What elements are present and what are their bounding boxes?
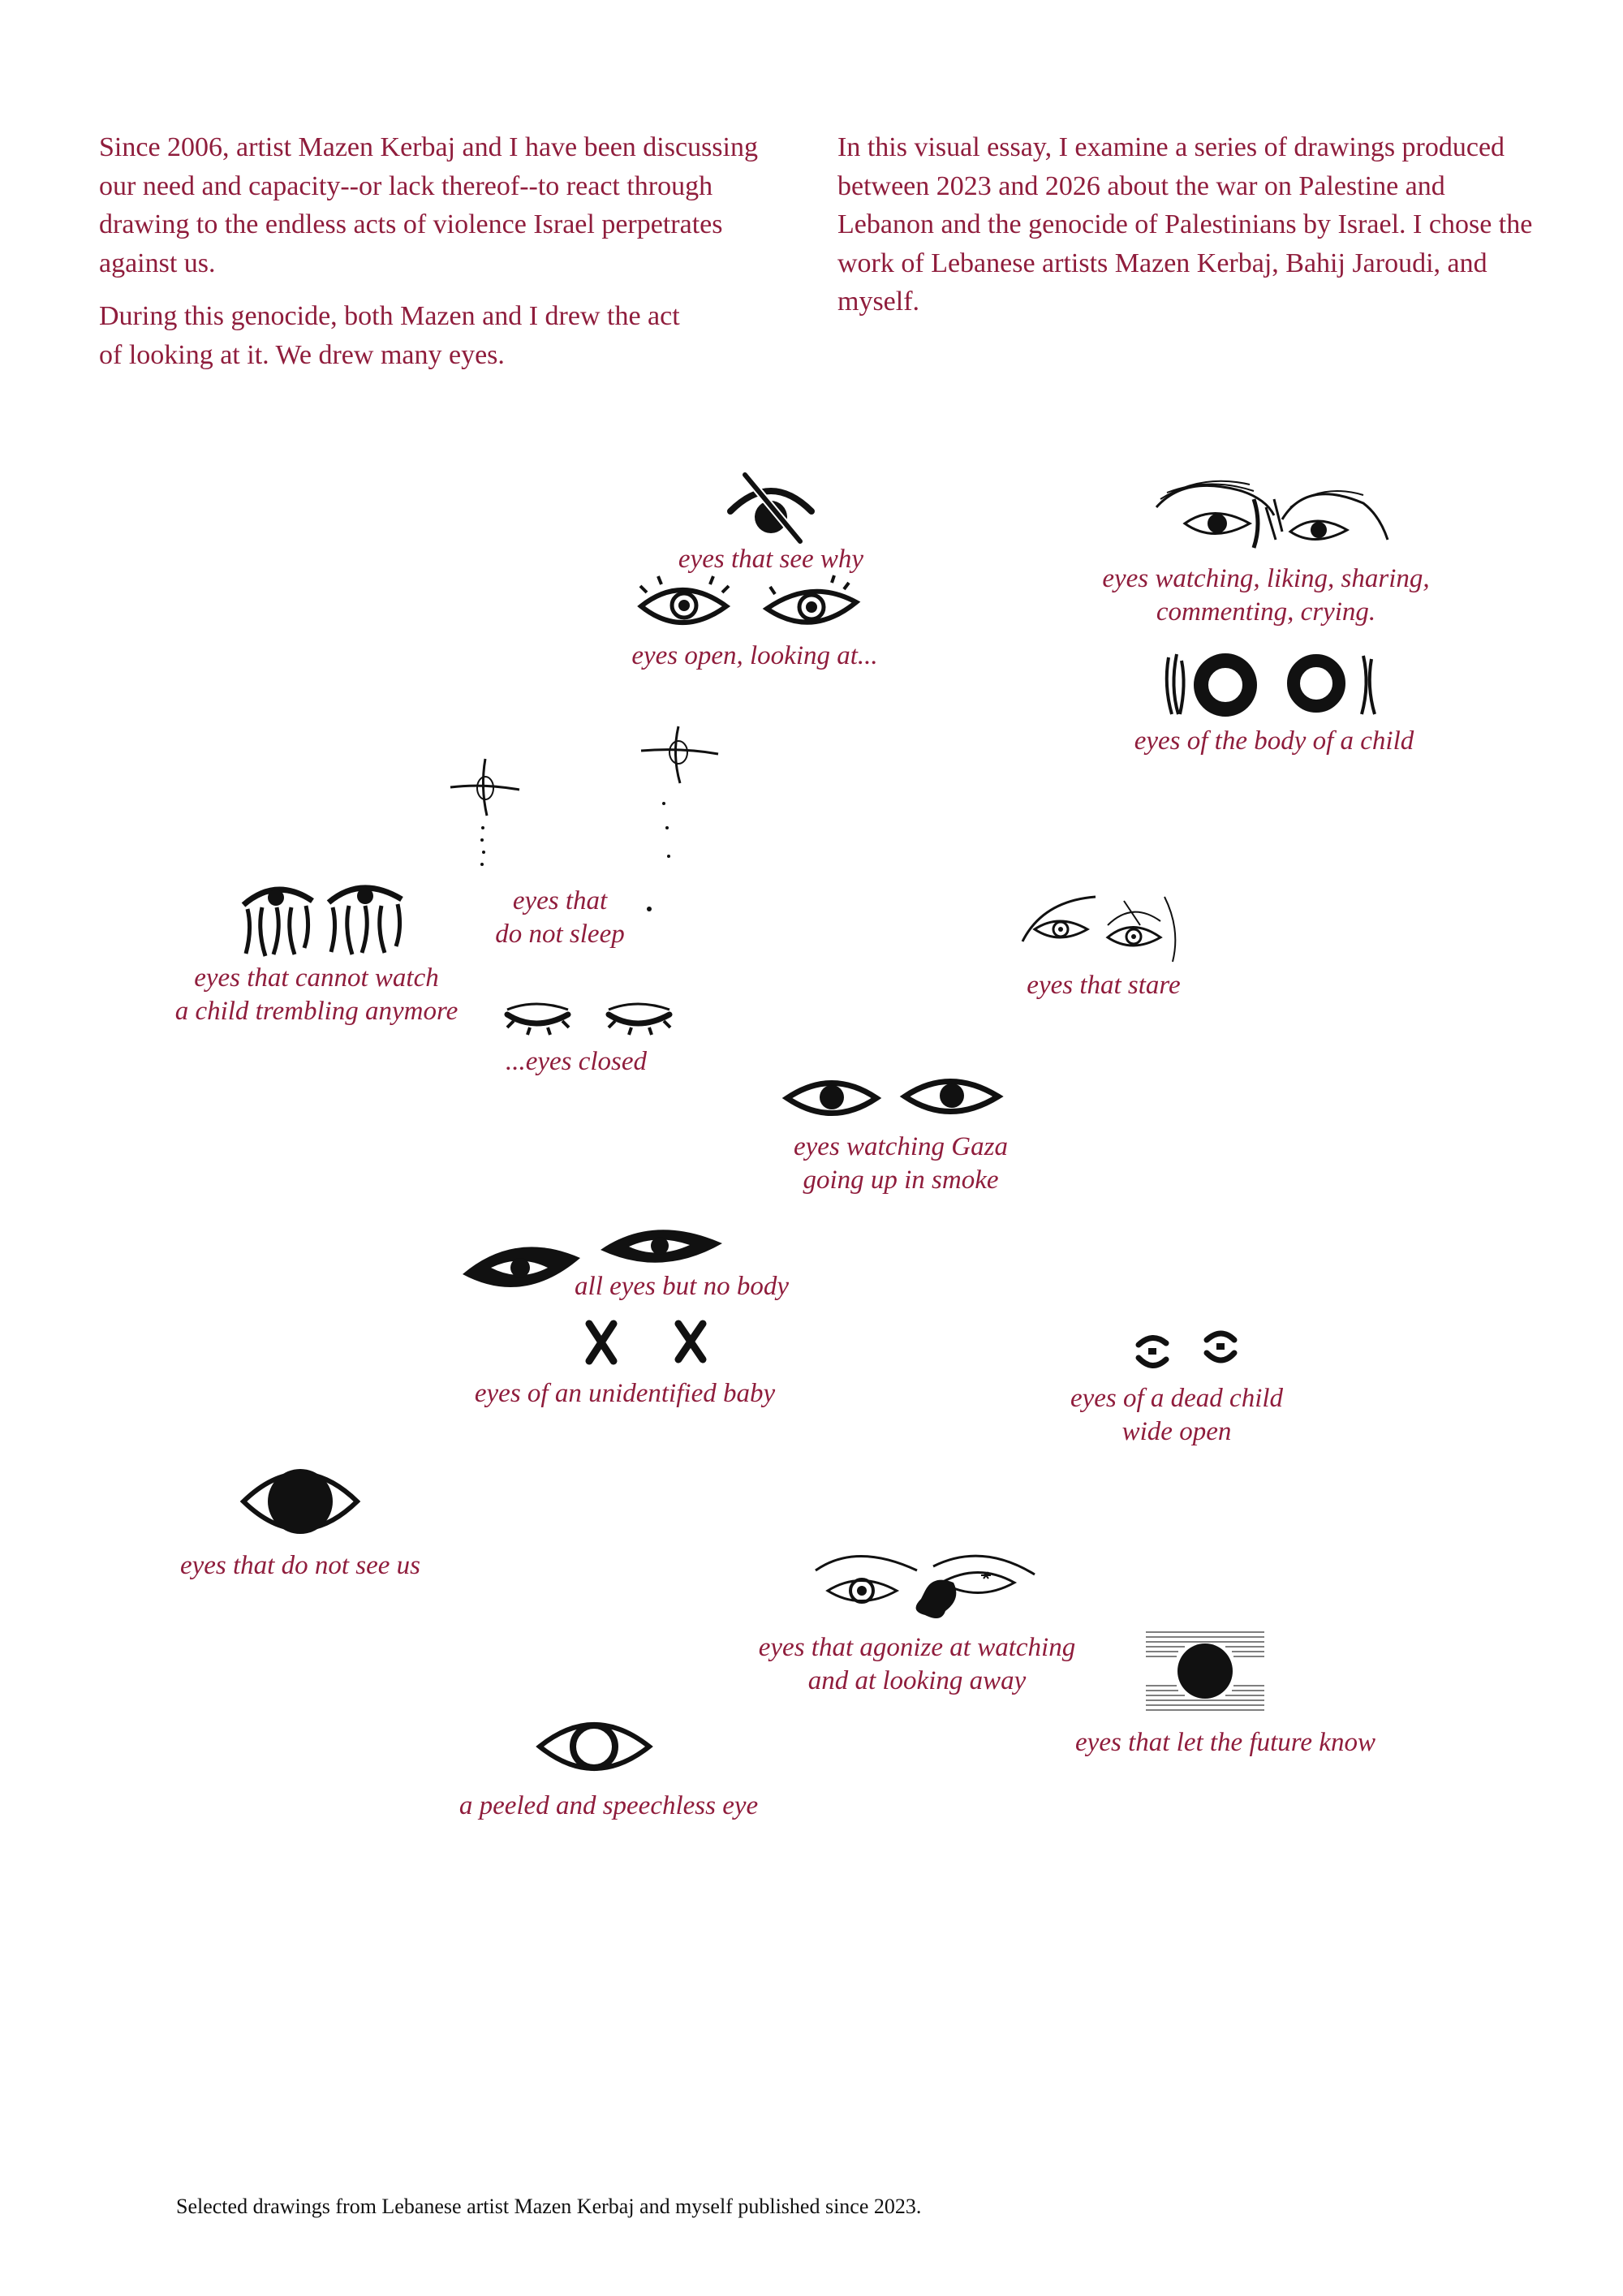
open-eyes-drawing bbox=[637, 575, 861, 625]
closed-eyes-drawing bbox=[504, 1002, 673, 1036]
caption-watching-liking-2: commenting, crying. bbox=[1156, 597, 1376, 627]
large-eye-drawing bbox=[239, 1469, 361, 1534]
caption-future: eyes that let the future know bbox=[1075, 1728, 1375, 1757]
caption-agonize-2: and at looking away bbox=[807, 1666, 1027, 1695]
caption-open-looking: eyes open, looking at... bbox=[631, 641, 878, 670]
staring-eyes-drawing bbox=[1021, 895, 1177, 963]
caption-dead-child-2: wide open bbox=[1121, 1417, 1232, 1446]
caption-watching-liking-1: eyes watching, liking, sharing, bbox=[1102, 564, 1430, 593]
caption-body-of-child: eyes of the body of a child bbox=[1134, 726, 1414, 756]
caption-no-body: all eyes but no body bbox=[575, 1272, 789, 1301]
peeled-eye-drawing bbox=[536, 1722, 653, 1771]
ringed-eyes-drawing bbox=[1165, 653, 1376, 717]
caption-closed: ...eyes closed bbox=[505, 1047, 648, 1076]
caption-gaza-1: eyes watching Gaza bbox=[794, 1132, 1008, 1161]
x-eyes-drawing bbox=[585, 1320, 707, 1365]
caption-unidentified: eyes of an unidentified baby bbox=[474, 1379, 776, 1408]
text-framed-eye-drawing bbox=[1146, 1631, 1264, 1711]
footnote: Selected drawings from Lebanese artist M… bbox=[176, 2195, 922, 2218]
dead-child-eyes-drawing bbox=[1135, 1330, 1238, 1368]
caption-stare: eyes that stare bbox=[1027, 971, 1181, 1000]
caption-not-sleep-2: do not sleep bbox=[495, 920, 625, 949]
sleepless-crosses-drawing bbox=[450, 726, 719, 911]
caption-agonize-1: eyes that agonize at watching bbox=[758, 1633, 1076, 1662]
caption-dead-child-1: eyes of a dead child bbox=[1070, 1384, 1284, 1413]
caption-see-why: eyes that see why bbox=[678, 545, 864, 574]
caption-cannot-watch-2: a child trembling anymore bbox=[174, 997, 458, 1026]
intro-right: In this visual essay, I examine a series… bbox=[837, 128, 1535, 336]
crying-eyes-drawing bbox=[241, 885, 403, 957]
caption-not-sleep-1: eyes that bbox=[512, 886, 608, 915]
caption-cannot-watch-1: eyes that cannot watch bbox=[194, 963, 439, 993]
heavy-eyes-drawing bbox=[463, 1230, 722, 1287]
intro-paragraph-1: Since 2006, artist Mazen Kerbaj and I ha… bbox=[99, 132, 758, 278]
sketched-eyes-drawing bbox=[1155, 480, 1389, 549]
intro-paragraph-3: In this visual essay, I examine a series… bbox=[837, 132, 1533, 317]
caption-not-see-us: eyes that do not see us bbox=[179, 1551, 421, 1580]
caption-peeled: a peeled and speechless eye bbox=[458, 1791, 759, 1820]
agonized-eyes-drawing bbox=[815, 1554, 1035, 1618]
gaza-eyes-drawing bbox=[781, 1079, 1004, 1116]
intro-left: Since 2006, artist Mazen Kerbaj and I ha… bbox=[99, 128, 781, 389]
caption-gaza-2: going up in smoke bbox=[803, 1165, 999, 1195]
crossed-eye-drawing bbox=[727, 472, 815, 545]
intro-paragraph-2: During this genocide, both Mazen and I d… bbox=[99, 301, 680, 370]
